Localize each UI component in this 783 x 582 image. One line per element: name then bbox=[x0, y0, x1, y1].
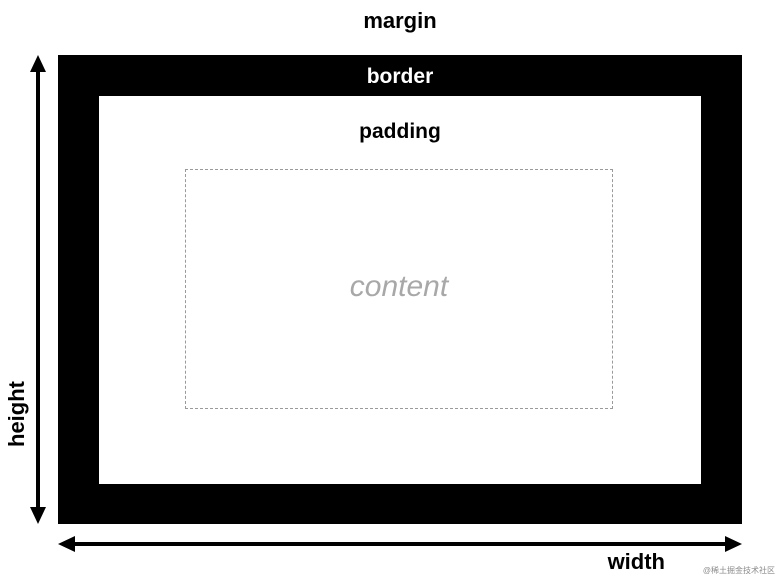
height-arrow bbox=[30, 55, 46, 524]
width-arrow bbox=[58, 536, 742, 552]
content-box: content bbox=[185, 169, 613, 409]
border-box: border padding content bbox=[58, 55, 742, 524]
padding-box: padding content bbox=[99, 96, 701, 484]
padding-label: padding bbox=[359, 120, 441, 143]
height-label: height bbox=[4, 381, 29, 447]
width-label: width bbox=[607, 549, 665, 574]
margin-label: margin bbox=[363, 8, 437, 33]
watermark: @稀土掘金技术社区 bbox=[702, 566, 775, 575]
border-label: border bbox=[366, 65, 434, 88]
content-label: content bbox=[349, 270, 449, 303]
